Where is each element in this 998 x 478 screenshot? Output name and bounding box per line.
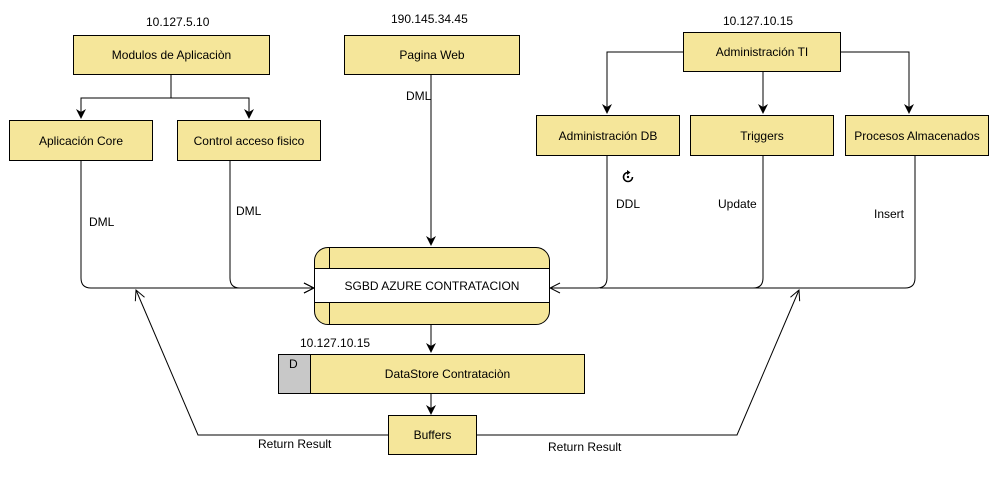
edge-return-right xyxy=(477,290,799,436)
label-return-right: Return Result xyxy=(548,440,622,454)
label-ddl: DDL xyxy=(616,197,641,211)
ip-pagina-web: 190.145.34.45 xyxy=(391,12,468,26)
sgbd-process[interactable]: SGBD AZURE CONTRATACION xyxy=(314,247,550,325)
box-administracion-db[interactable]: Administración DB xyxy=(536,115,680,156)
edge-return-left xyxy=(136,290,388,436)
label-dml-control: DML xyxy=(236,204,262,218)
sgbd-header-divider xyxy=(329,248,330,269)
edge-ti-procesos xyxy=(841,51,914,114)
label-update: Update xyxy=(718,197,757,211)
edge-modulos-split xyxy=(76,75,172,119)
label-return-left: Return Result xyxy=(258,437,332,451)
edge-ti-admin-db xyxy=(602,51,683,114)
label-dml-core: DML xyxy=(89,215,115,229)
datastore-id: D xyxy=(279,355,311,393)
box-modulos-aplicacion[interactable]: Modulos de Aplicaciòn xyxy=(73,35,270,75)
box-control-acceso-fisico[interactable]: Control acceso fisico xyxy=(177,120,321,161)
edge-admin-db-sgbd xyxy=(550,156,608,288)
box-procesos-almacenados[interactable]: Procesos Almacenados xyxy=(845,115,989,156)
box-administracion-ti[interactable]: Administración TI xyxy=(683,32,841,72)
label-dml-web: DML xyxy=(406,89,432,103)
datastore-name: DataStore Contrataciòn xyxy=(384,367,511,381)
datastore[interactable]: D DataStore Contrataciòn xyxy=(278,354,585,394)
edge-modulos-control xyxy=(171,97,254,119)
refresh-icon[interactable] xyxy=(620,169,636,185)
box-triggers[interactable]: Triggers xyxy=(690,115,834,156)
edge-core-sgbd xyxy=(80,161,314,288)
sgbd-footer-divider xyxy=(329,303,330,324)
edge-control-sgbd xyxy=(229,161,314,288)
edge-procesos-sgbd xyxy=(750,156,916,289)
box-pagina-web[interactable]: Pagina Web xyxy=(344,35,520,75)
sgbd-title: SGBD AZURE CONTRATACION xyxy=(315,269,549,303)
box-aplicacion-core[interactable]: Aplicación Core xyxy=(9,120,153,161)
ip-datastore: 10.127.10.15 xyxy=(300,336,371,350)
ip-admin-ti: 10.127.10.15 xyxy=(723,14,794,28)
box-buffers[interactable]: Buffers xyxy=(388,415,477,455)
label-insert: Insert xyxy=(874,207,905,221)
sgbd-header xyxy=(315,248,549,269)
ip-modulos: 10.127.5.10 xyxy=(146,15,210,29)
